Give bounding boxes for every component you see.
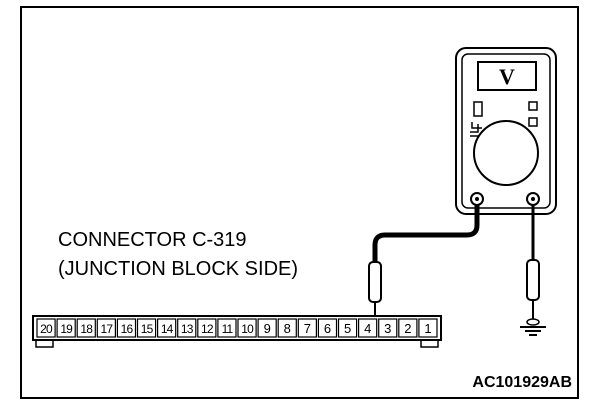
connector-caption-line1: CONNECTOR C-319	[58, 229, 247, 251]
connector-pin-19: 19	[56, 318, 76, 338]
meter-switch-left	[473, 101, 483, 117]
connector-pin-9: 9	[257, 318, 277, 338]
svg-text:1: 1	[424, 321, 431, 336]
connector-pin-1: 1	[418, 318, 438, 338]
svg-text:17: 17	[101, 322, 114, 336]
connector-pin-11: 11	[217, 318, 237, 338]
svg-text:19: 19	[60, 322, 73, 336]
probe-icon	[368, 261, 382, 318]
connector-pin-6: 6	[317, 318, 338, 338]
reference-code: AC101929AB	[472, 374, 572, 391]
svg-text:8: 8	[284, 321, 291, 336]
svg-text:6: 6	[324, 321, 331, 336]
svg-text:7: 7	[304, 321, 311, 336]
meter-switch-right-bottom	[528, 117, 538, 127]
meter-switch-right-top	[528, 101, 538, 111]
connector-pin-15: 15	[136, 318, 157, 338]
diagram-frame	[20, 6, 579, 399]
svg-text:11: 11	[222, 322, 234, 336]
connector-pin-17: 17	[96, 318, 117, 338]
connector-lock-right	[420, 340, 439, 348]
positive-test-lead	[372, 205, 480, 262]
svg-text:20: 20	[40, 322, 53, 336]
svg-text:16: 16	[121, 322, 134, 336]
svg-text:15: 15	[141, 322, 154, 336]
negative-probe	[526, 259, 540, 301]
svg-text:10: 10	[241, 322, 254, 336]
svg-text:12: 12	[201, 322, 214, 336]
connector-pin-2: 2	[398, 318, 418, 338]
connector-pin-14: 14	[157, 318, 177, 338]
connector-caption-line2: (JUNCTION BLOCK SIDE)	[58, 258, 299, 280]
svg-text:4: 4	[364, 321, 371, 336]
connector-pin-8: 8	[277, 318, 297, 338]
connector-pin-10: 10	[237, 318, 257, 338]
voltmeter-icon: V	[455, 47, 557, 215]
meter-dial	[473, 120, 539, 186]
connector-pin-7: 7	[297, 318, 317, 338]
connector-pin-12: 12	[197, 318, 217, 338]
connector-pin-5: 5	[337, 318, 358, 338]
connector-pin-13: 13	[177, 318, 197, 338]
connector-pin-20: 20	[36, 318, 56, 338]
connector-pin-18: 18	[76, 318, 96, 338]
svg-text:14: 14	[161, 322, 174, 336]
meter-display	[477, 61, 537, 91]
connector-lock-left	[35, 340, 54, 348]
ground-symbol-icon	[520, 318, 546, 336]
connector-pin-3: 3	[378, 318, 398, 338]
svg-text:2: 2	[404, 321, 411, 336]
connector-pin-4: 4	[358, 318, 378, 338]
svg-text:5: 5	[344, 321, 351, 336]
svg-text:3: 3	[384, 321, 391, 336]
meter-display-symbol: V	[499, 64, 515, 89]
svg-text:13: 13	[181, 322, 194, 336]
svg-text:18: 18	[80, 322, 93, 336]
svg-text:9: 9	[264, 321, 271, 336]
connector-pin-16: 16	[116, 318, 137, 338]
